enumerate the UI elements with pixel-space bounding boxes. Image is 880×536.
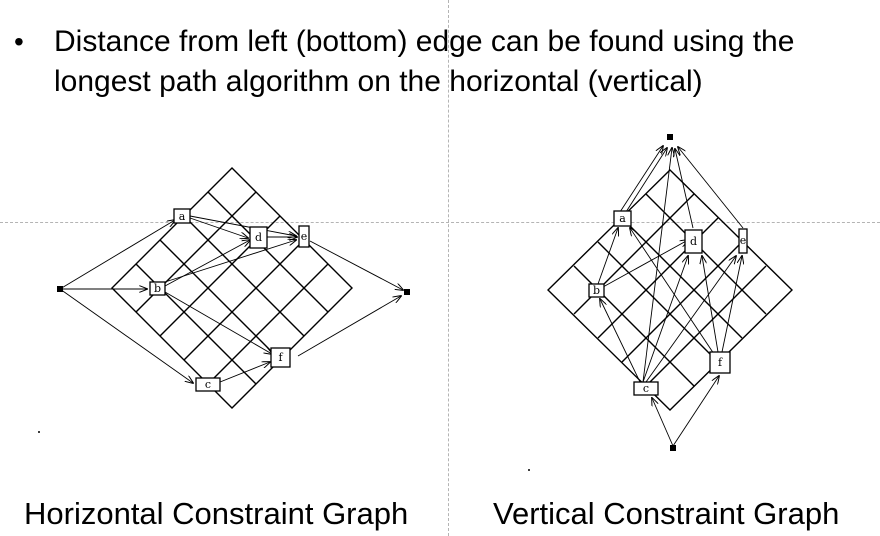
v-node-c-label: c xyxy=(643,382,649,395)
v-node-d-label: d xyxy=(690,235,697,248)
vertical-grid xyxy=(547,169,793,411)
h-node-f: f xyxy=(270,347,291,368)
h-node-e: e xyxy=(298,225,310,248)
h-node-f-label: f xyxy=(278,351,283,364)
v-node-a: a xyxy=(613,210,632,227)
h-node-c-label: c xyxy=(205,378,211,391)
v-node-c: c xyxy=(633,381,659,396)
v-node-f-label: f xyxy=(718,356,723,369)
vertical-guide-line xyxy=(448,0,449,536)
h-source-node xyxy=(57,286,63,292)
h-node-d: d xyxy=(249,226,268,249)
bullet-dot: • xyxy=(14,26,24,57)
horizontal-edges xyxy=(59,215,403,383)
v-node-a-label: a xyxy=(619,212,626,225)
vertical-graph: a b c d e f xyxy=(528,134,793,471)
h-node-b-label: b xyxy=(154,282,161,295)
v-node-b: b xyxy=(588,283,605,298)
bullet-text: Distance from left (bottom) edge can be … xyxy=(54,25,795,98)
vertical-graph-caption: Vertical Constraint Graph xyxy=(493,496,840,531)
h-node-a: a xyxy=(173,208,191,224)
h-node-e-label: e xyxy=(301,230,308,243)
horizontal-guide-line xyxy=(0,222,880,223)
v-node-e-label: e xyxy=(740,234,747,247)
h-stray-dot xyxy=(38,431,40,433)
v-node-f: f xyxy=(709,351,731,374)
v-node-b-label: b xyxy=(593,284,600,297)
vertical-nodes: a b c d e f xyxy=(588,134,748,451)
v-node-e: e xyxy=(738,228,748,254)
v-source-node xyxy=(670,445,676,451)
horizontal-grid xyxy=(111,167,353,409)
vertical-edges xyxy=(597,146,743,447)
horizontal-graph: a b c d e f xyxy=(38,167,410,433)
h-node-b: b xyxy=(149,281,166,296)
v-stray-dot xyxy=(528,469,530,471)
h-sink-node xyxy=(404,289,410,295)
h-node-a-label: a xyxy=(179,210,186,223)
v-node-d: d xyxy=(684,229,703,254)
v-sink-node xyxy=(667,134,673,140)
h-node-d-label: d xyxy=(255,231,262,244)
horizontal-nodes: a b c d e f xyxy=(57,208,410,392)
h-node-c: c xyxy=(195,377,221,392)
horizontal-graph-caption: Horizontal Constraint Graph xyxy=(24,496,409,531)
